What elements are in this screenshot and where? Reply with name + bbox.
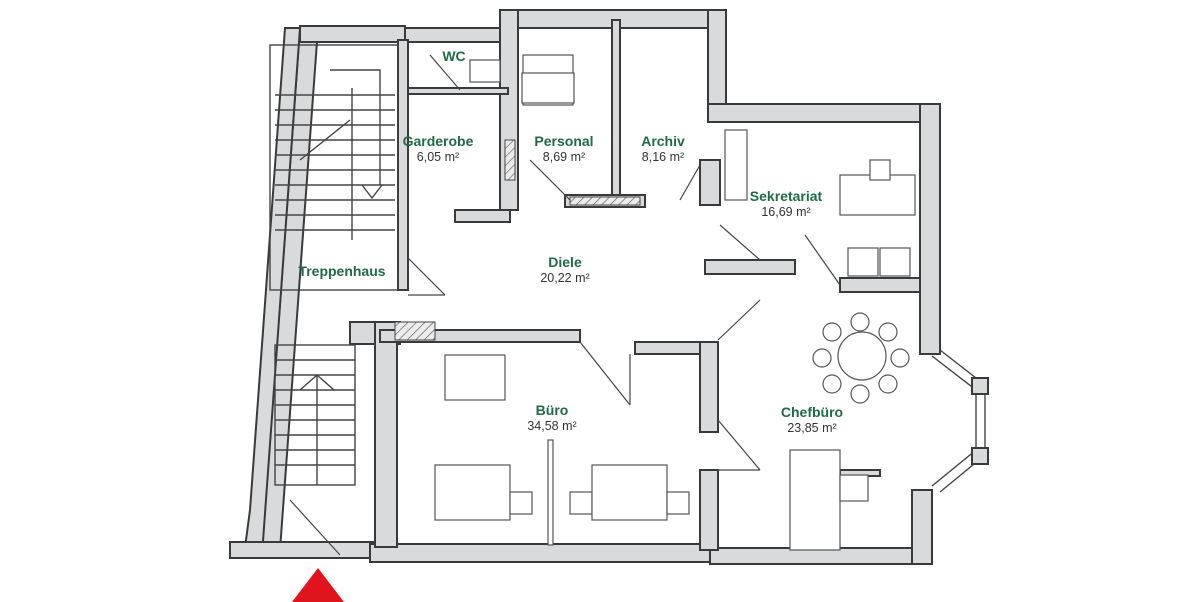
room-label-wc: WC: [442, 48, 466, 64]
room-label-sekretariat: Sekretariat 16,69 m²: [749, 188, 823, 219]
door-swings: [407, 54, 841, 471]
room-label-chefbuero: Chefbüro 23,85 m²: [780, 404, 844, 435]
room-label-buero: Büro 34,58 m²: [527, 402, 577, 433]
room-label-treppenhaus: Treppenhaus: [298, 263, 386, 279]
round-table: [812, 312, 910, 404]
entrance-arrow-icon: [292, 568, 344, 602]
room-label-archiv: Archiv 8,16 m²: [641, 133, 685, 164]
room-label-personal: Personal 8,69 m²: [534, 133, 594, 164]
room-label-garderobe: Garderobe 6,05 m²: [402, 133, 474, 164]
furniture: [434, 54, 916, 551]
staircase: [269, 44, 399, 556]
room-label-diele: Diele 20,22 m²: [540, 254, 590, 285]
